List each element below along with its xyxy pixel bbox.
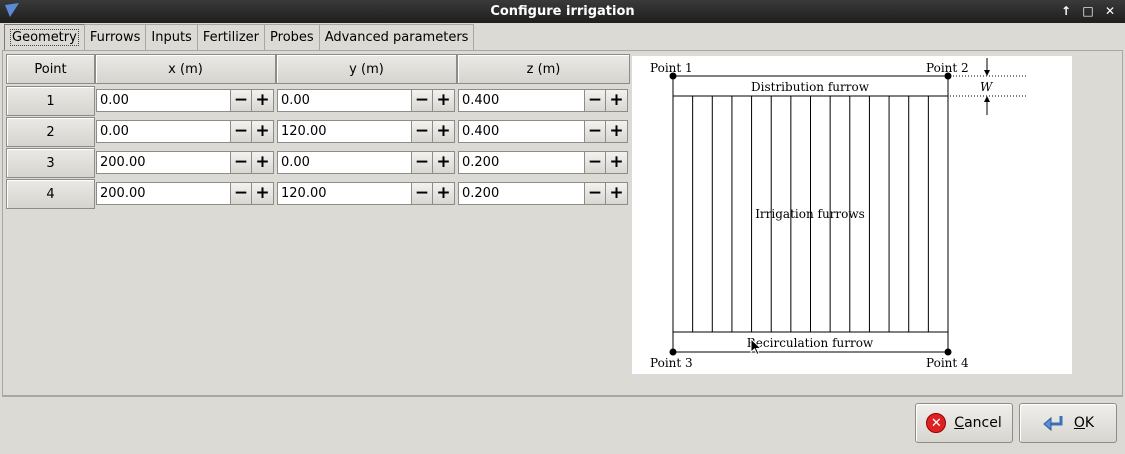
cancel-icon: ✕ <box>926 413 947 433</box>
row-header-1: 1 <box>6 86 95 116</box>
point-2-label: Point 2 <box>926 61 969 75</box>
close-icon[interactable]: ✕ <box>1104 4 1116 18</box>
y-spinbox-1: 0.00 − + <box>277 89 455 112</box>
y-decrement-button-3[interactable]: − <box>411 151 433 174</box>
row-header-4: 4 <box>6 179 95 209</box>
x-spinbox-1: 0.00 − + <box>96 89 274 112</box>
z-increment-button-2[interactable]: + <box>606 120 628 143</box>
y-decrement-button-1[interactable]: − <box>411 89 433 112</box>
tab-advanced-parameters[interactable]: Advanced parameters <box>318 24 475 51</box>
enter-arrow-icon <box>1043 416 1063 432</box>
header-point: Point <box>6 54 95 84</box>
tab-probes[interactable]: Probes <box>264 24 320 51</box>
z-decrement-button-2[interactable]: − <box>584 120 606 143</box>
z-spinbox-2: 0.400 − + <box>458 120 628 143</box>
recirculation-furrow-label: Recirculation furrow <box>747 336 874 350</box>
y-spinbox-2: 120.00 − + <box>277 120 455 143</box>
z-spinbox-3: 0.200 − + <box>458 151 628 174</box>
z-input-4[interactable]: 0.200 <box>458 182 584 205</box>
irrigation-furrow-lines <box>692 96 929 332</box>
tab-fertilizer[interactable]: Fertilizer <box>196 24 266 51</box>
header-z: z (m) <box>457 54 630 84</box>
y-spinbox-4: 120.00 − + <box>277 182 455 205</box>
x-input-1[interactable]: 0.00 <box>96 89 230 112</box>
x-spinbox-3: 200.00 − + <box>96 151 274 174</box>
recirculation-furrow-rect <box>672 331 949 353</box>
button-separator <box>2 396 1123 397</box>
z-spinbox-1: 0.400 − + <box>458 89 628 112</box>
point-2-marker <box>944 72 952 80</box>
x-spinbox-4: 200.00 − + <box>96 182 274 205</box>
z-decrement-button-1[interactable]: − <box>584 89 606 112</box>
tab-inputs[interactable]: Inputs <box>145 24 198 51</box>
point-4-label: Point 4 <box>926 356 969 370</box>
x-decrement-button-3[interactable]: − <box>230 151 252 174</box>
tab-geometry[interactable]: Geometry <box>4 24 85 51</box>
irrigation-furrows-label: Irrigation furrows <box>755 207 865 221</box>
point-3-label: Point 3 <box>650 356 693 370</box>
x-spinbox-2: 0.00 − + <box>96 120 274 143</box>
cancel-label: Cancel <box>954 415 1002 431</box>
y-increment-button-4[interactable]: + <box>433 182 455 205</box>
tab-furrows[interactable]: Furrows <box>83 24 147 51</box>
x-input-3[interactable]: 200.00 <box>96 151 230 174</box>
distribution-furrow-label: Distribution furrow <box>751 80 870 94</box>
geometry-panel <box>2 50 1123 396</box>
y-spinbox-3: 0.00 − + <box>277 151 455 174</box>
x-decrement-button-4[interactable]: − <box>230 182 252 205</box>
x-increment-button-1[interactable]: + <box>252 89 274 112</box>
width-symbol: W <box>980 80 994 94</box>
keep-above-icon[interactable]: ↑ <box>1060 4 1072 18</box>
z-input-1[interactable]: 0.400 <box>458 89 584 112</box>
x-decrement-button-2[interactable]: − <box>230 120 252 143</box>
z-spinbox-4: 0.200 − + <box>458 182 628 205</box>
y-decrement-button-4[interactable]: − <box>411 182 433 205</box>
row-header-3: 3 <box>6 148 95 178</box>
y-increment-button-1[interactable]: + <box>433 89 455 112</box>
z-increment-button-4[interactable]: + <box>606 182 628 205</box>
x-input-2[interactable]: 0.00 <box>96 120 230 143</box>
x-input-4[interactable]: 200.00 <box>96 182 230 205</box>
z-input-2[interactable]: 0.400 <box>458 120 584 143</box>
window-title: Configure irrigation <box>490 4 635 19</box>
maximize-icon[interactable]: □ <box>1082 4 1094 18</box>
y-input-1[interactable]: 0.00 <box>277 89 411 112</box>
z-increment-button-1[interactable]: + <box>606 89 628 112</box>
z-decrement-button-4[interactable]: − <box>584 182 606 205</box>
x-decrement-button-1[interactable]: − <box>230 89 252 112</box>
point-3-marker <box>669 348 677 356</box>
header-y: y (m) <box>276 54 457 84</box>
y-increment-button-3[interactable]: + <box>433 151 455 174</box>
y-input-3[interactable]: 0.00 <box>277 151 411 174</box>
z-increment-button-3[interactable]: + <box>606 151 628 174</box>
point-4-marker <box>944 348 952 356</box>
mouse-cursor-icon <box>750 338 763 356</box>
y-decrement-button-2[interactable]: − <box>411 120 433 143</box>
y-input-4[interactable]: 120.00 <box>277 182 411 205</box>
cancel-button[interactable]: ✕ Cancel <box>915 403 1013 443</box>
row-header-2: 2 <box>6 117 95 147</box>
ok-label: OK <box>1073 415 1095 431</box>
title-bar: Configure irrigation ↑ □ ✕ <box>0 0 1125 23</box>
tab-bar: Geometry Furrows Inputs Fertilizer Probe… <box>4 24 475 51</box>
x-increment-button-3[interactable]: + <box>252 151 274 174</box>
y-increment-button-2[interactable]: + <box>433 120 455 143</box>
y-input-2[interactable]: 120.00 <box>277 120 411 143</box>
geometry-diagram: Point 1 Point 2 Point 3 Point 4 Distribu… <box>632 56 1072 374</box>
z-input-3[interactable]: 0.200 <box>458 151 584 174</box>
z-decrement-button-3[interactable]: − <box>584 151 606 174</box>
ok-button[interactable]: OK <box>1019 403 1117 443</box>
header-x: x (m) <box>95 54 276 84</box>
point-1-marker <box>669 72 677 80</box>
point-1-label: Point 1 <box>650 61 693 75</box>
x-increment-button-4[interactable]: + <box>252 182 274 205</box>
app-icon <box>5 3 19 17</box>
x-increment-button-2[interactable]: + <box>252 120 274 143</box>
